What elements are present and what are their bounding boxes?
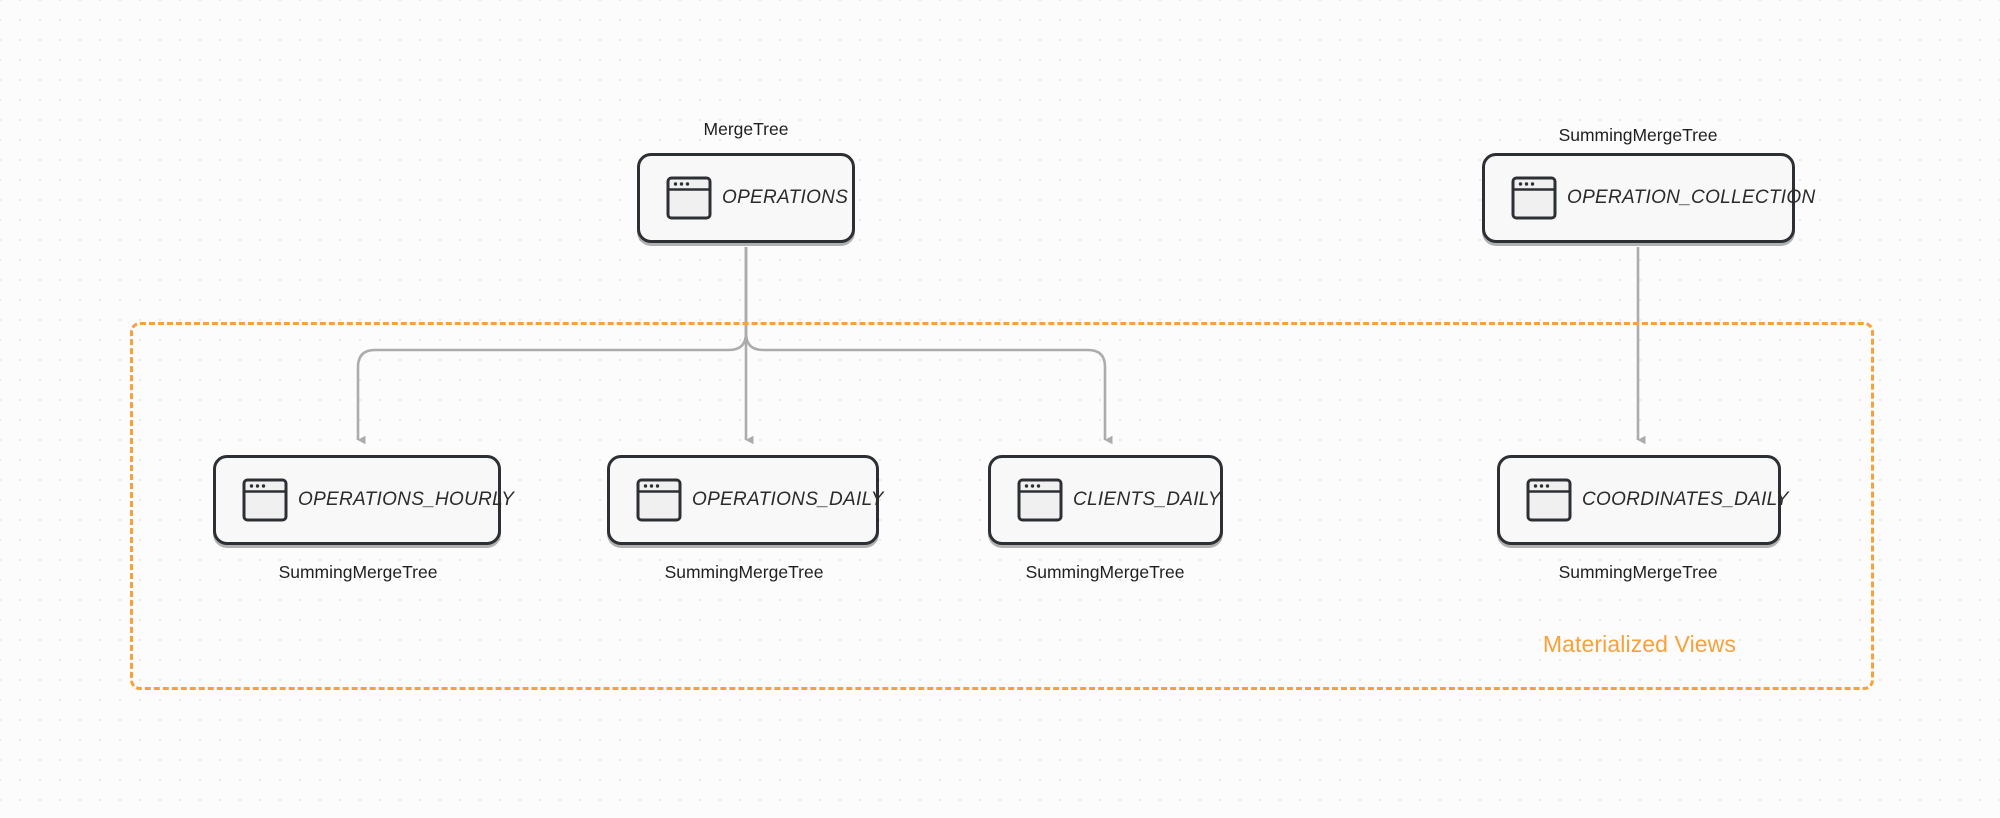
engine-caption-operations_hourly: SummingMergeTree: [278, 562, 438, 582]
engine-caption-operation_collection: SummingMergeTree: [1558, 125, 1718, 145]
node-coordinates_daily[interactable]: COORDINATES_DAILY: [1497, 455, 1788, 545]
node-operations_daily[interactable]: OPERATIONS_DAILY: [607, 455, 883, 545]
materialized-views-group: [130, 322, 1874, 690]
engine-caption-operations: MergeTree: [703, 119, 789, 139]
node-operation_collection[interactable]: OPERATION_COLLECTION: [1482, 153, 1815, 243]
node-operations_hourly[interactable]: OPERATIONS_HOURLY: [213, 455, 514, 545]
engine-caption-clients_daily: SummingMergeTree: [1025, 562, 1185, 582]
node-label: CLIENTS_DAILY: [1073, 489, 1221, 510]
code-window-icon: [666, 176, 712, 220]
node-operations[interactable]: OPERATIONS: [637, 153, 855, 243]
code-window-icon: [636, 478, 682, 522]
engine-caption-coordinates_daily: SummingMergeTree: [1558, 562, 1718, 582]
node-label: OPERATIONS_DAILY: [692, 489, 884, 510]
code-window-icon: [242, 478, 288, 522]
node-label: OPERATIONS_HOURLY: [298, 489, 515, 510]
engine-caption-operations_daily: SummingMergeTree: [664, 562, 824, 582]
code-window-icon: [1526, 478, 1572, 522]
node-clients_daily[interactable]: CLIENTS_DAILY: [988, 455, 1223, 545]
node-label: OPERATIONS: [722, 187, 849, 208]
node-label: COORDINATES_DAILY: [1582, 489, 1789, 510]
node-label: OPERATION_COLLECTION: [1567, 187, 1816, 208]
code-window-icon: [1511, 176, 1557, 220]
materialized-views-label: Materialized Views: [1542, 631, 1736, 657]
code-window-icon: [1017, 478, 1063, 522]
